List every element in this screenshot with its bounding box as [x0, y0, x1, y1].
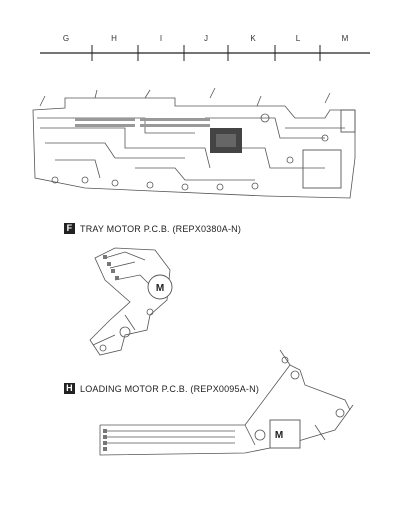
grid-ruler: G H I J K L M — [0, 0, 400, 80]
loading-motor-pcb-heading: H LOADING MOTOR P.C.B. (REPX0095A-N) — [64, 383, 259, 394]
tray-motor-symbol: M — [156, 283, 164, 294]
column-label-k: K — [250, 34, 256, 43]
column-label-i: I — [159, 34, 163, 43]
main-pcb-drawing — [32, 88, 356, 199]
column-label-g: G — [62, 34, 70, 43]
loading-motor-pcb-drawing: M — [99, 349, 354, 456]
section-badge-f: F — [64, 223, 75, 234]
tray-motor-pcb-drawing: M — [89, 247, 173, 356]
ruler-lines — [40, 45, 370, 61]
column-label-m: M — [341, 34, 349, 43]
column-label-j: J — [204, 34, 208, 43]
loading-motor-symbol: M — [275, 430, 283, 441]
section-badge-h: H — [64, 383, 75, 394]
loading-motor-pcb-title: LOADING MOTOR P.C.B. (REPX0095A-N) — [80, 383, 260, 394]
column-label-h: H — [111, 34, 117, 43]
tray-motor-pcb-title: TRAY MOTOR P.C.B. (REPX0380A-N) — [80, 223, 242, 234]
column-label-l: L — [295, 34, 301, 43]
tray-motor-pcb-heading: F TRAY MOTOR P.C.B. (REPX0380A-N) — [64, 223, 241, 234]
